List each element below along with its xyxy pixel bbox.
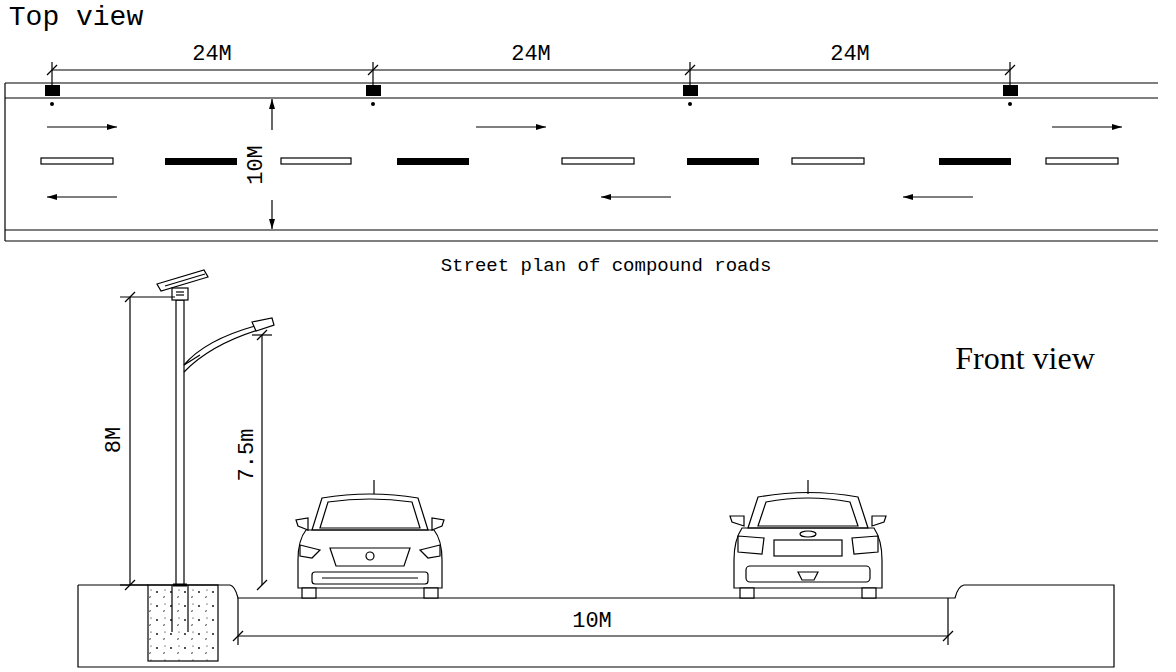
caption: Street plan of compound roads xyxy=(441,257,772,276)
dimension: 24M xyxy=(830,44,870,66)
view-title: Top view xyxy=(9,4,143,32)
dimension: 8M xyxy=(104,427,126,453)
dimension: 24M xyxy=(511,44,551,66)
dimension: 10M xyxy=(246,145,268,185)
dimension: 7.5m xyxy=(237,429,259,482)
dimension: 10M xyxy=(572,611,612,633)
dimension: 24M xyxy=(192,44,232,66)
view-title: Front view xyxy=(955,342,1095,374)
